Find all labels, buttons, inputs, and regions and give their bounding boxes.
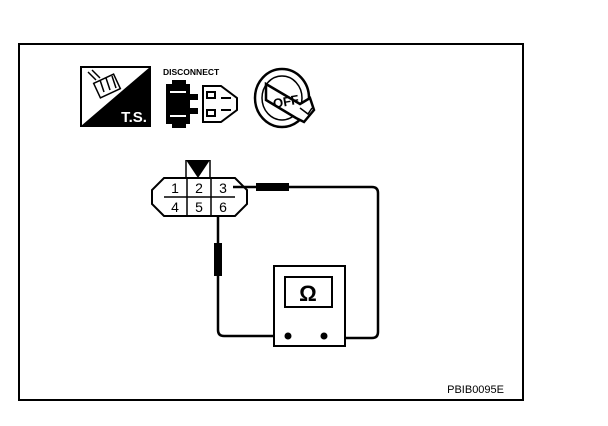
ohmmeter: Ω bbox=[273, 265, 346, 347]
harness-ts-icon: T.S. bbox=[80, 66, 151, 127]
ts-label: T.S. bbox=[121, 109, 147, 126]
figure-code: PBIB0095E bbox=[447, 384, 504, 396]
ohm-symbol-icon: Ω bbox=[299, 281, 317, 306]
six-pin-connector: 1 2 3 4 5 6 bbox=[151, 160, 248, 217]
pin-4: 4 bbox=[171, 199, 179, 215]
connector-lock-tab-icon bbox=[186, 160, 210, 178]
probe-tip-pin3 bbox=[256, 183, 289, 191]
ignition-key-off-icon: OFF bbox=[253, 67, 316, 129]
ohmmeter-display bbox=[284, 276, 333, 308]
harness-connector-icon bbox=[87, 69, 122, 99]
connector-half-right-icon bbox=[202, 85, 238, 123]
pin-2: 2 bbox=[195, 180, 203, 196]
wire-pin6-to-meter bbox=[216, 216, 287, 338]
connector-half-left-icon bbox=[166, 80, 198, 128]
pin-6: 6 bbox=[219, 199, 227, 215]
diagram-frame bbox=[18, 43, 524, 401]
wire-pin3-to-meter bbox=[233, 185, 380, 340]
key-off-label: OFF bbox=[272, 92, 300, 111]
pin-3: 3 bbox=[219, 180, 227, 196]
disconnect-label: DISCONNECT bbox=[163, 67, 220, 77]
pin-5: 5 bbox=[195, 199, 203, 215]
probe-wires bbox=[216, 185, 380, 340]
meter-terminal-right bbox=[320, 332, 328, 340]
meter-terminal-left bbox=[284, 332, 292, 340]
disconnect-icon: DISCONNECT bbox=[163, 67, 238, 128]
probe-tip-pin6 bbox=[214, 243, 222, 276]
pin-1: 1 bbox=[171, 180, 179, 196]
